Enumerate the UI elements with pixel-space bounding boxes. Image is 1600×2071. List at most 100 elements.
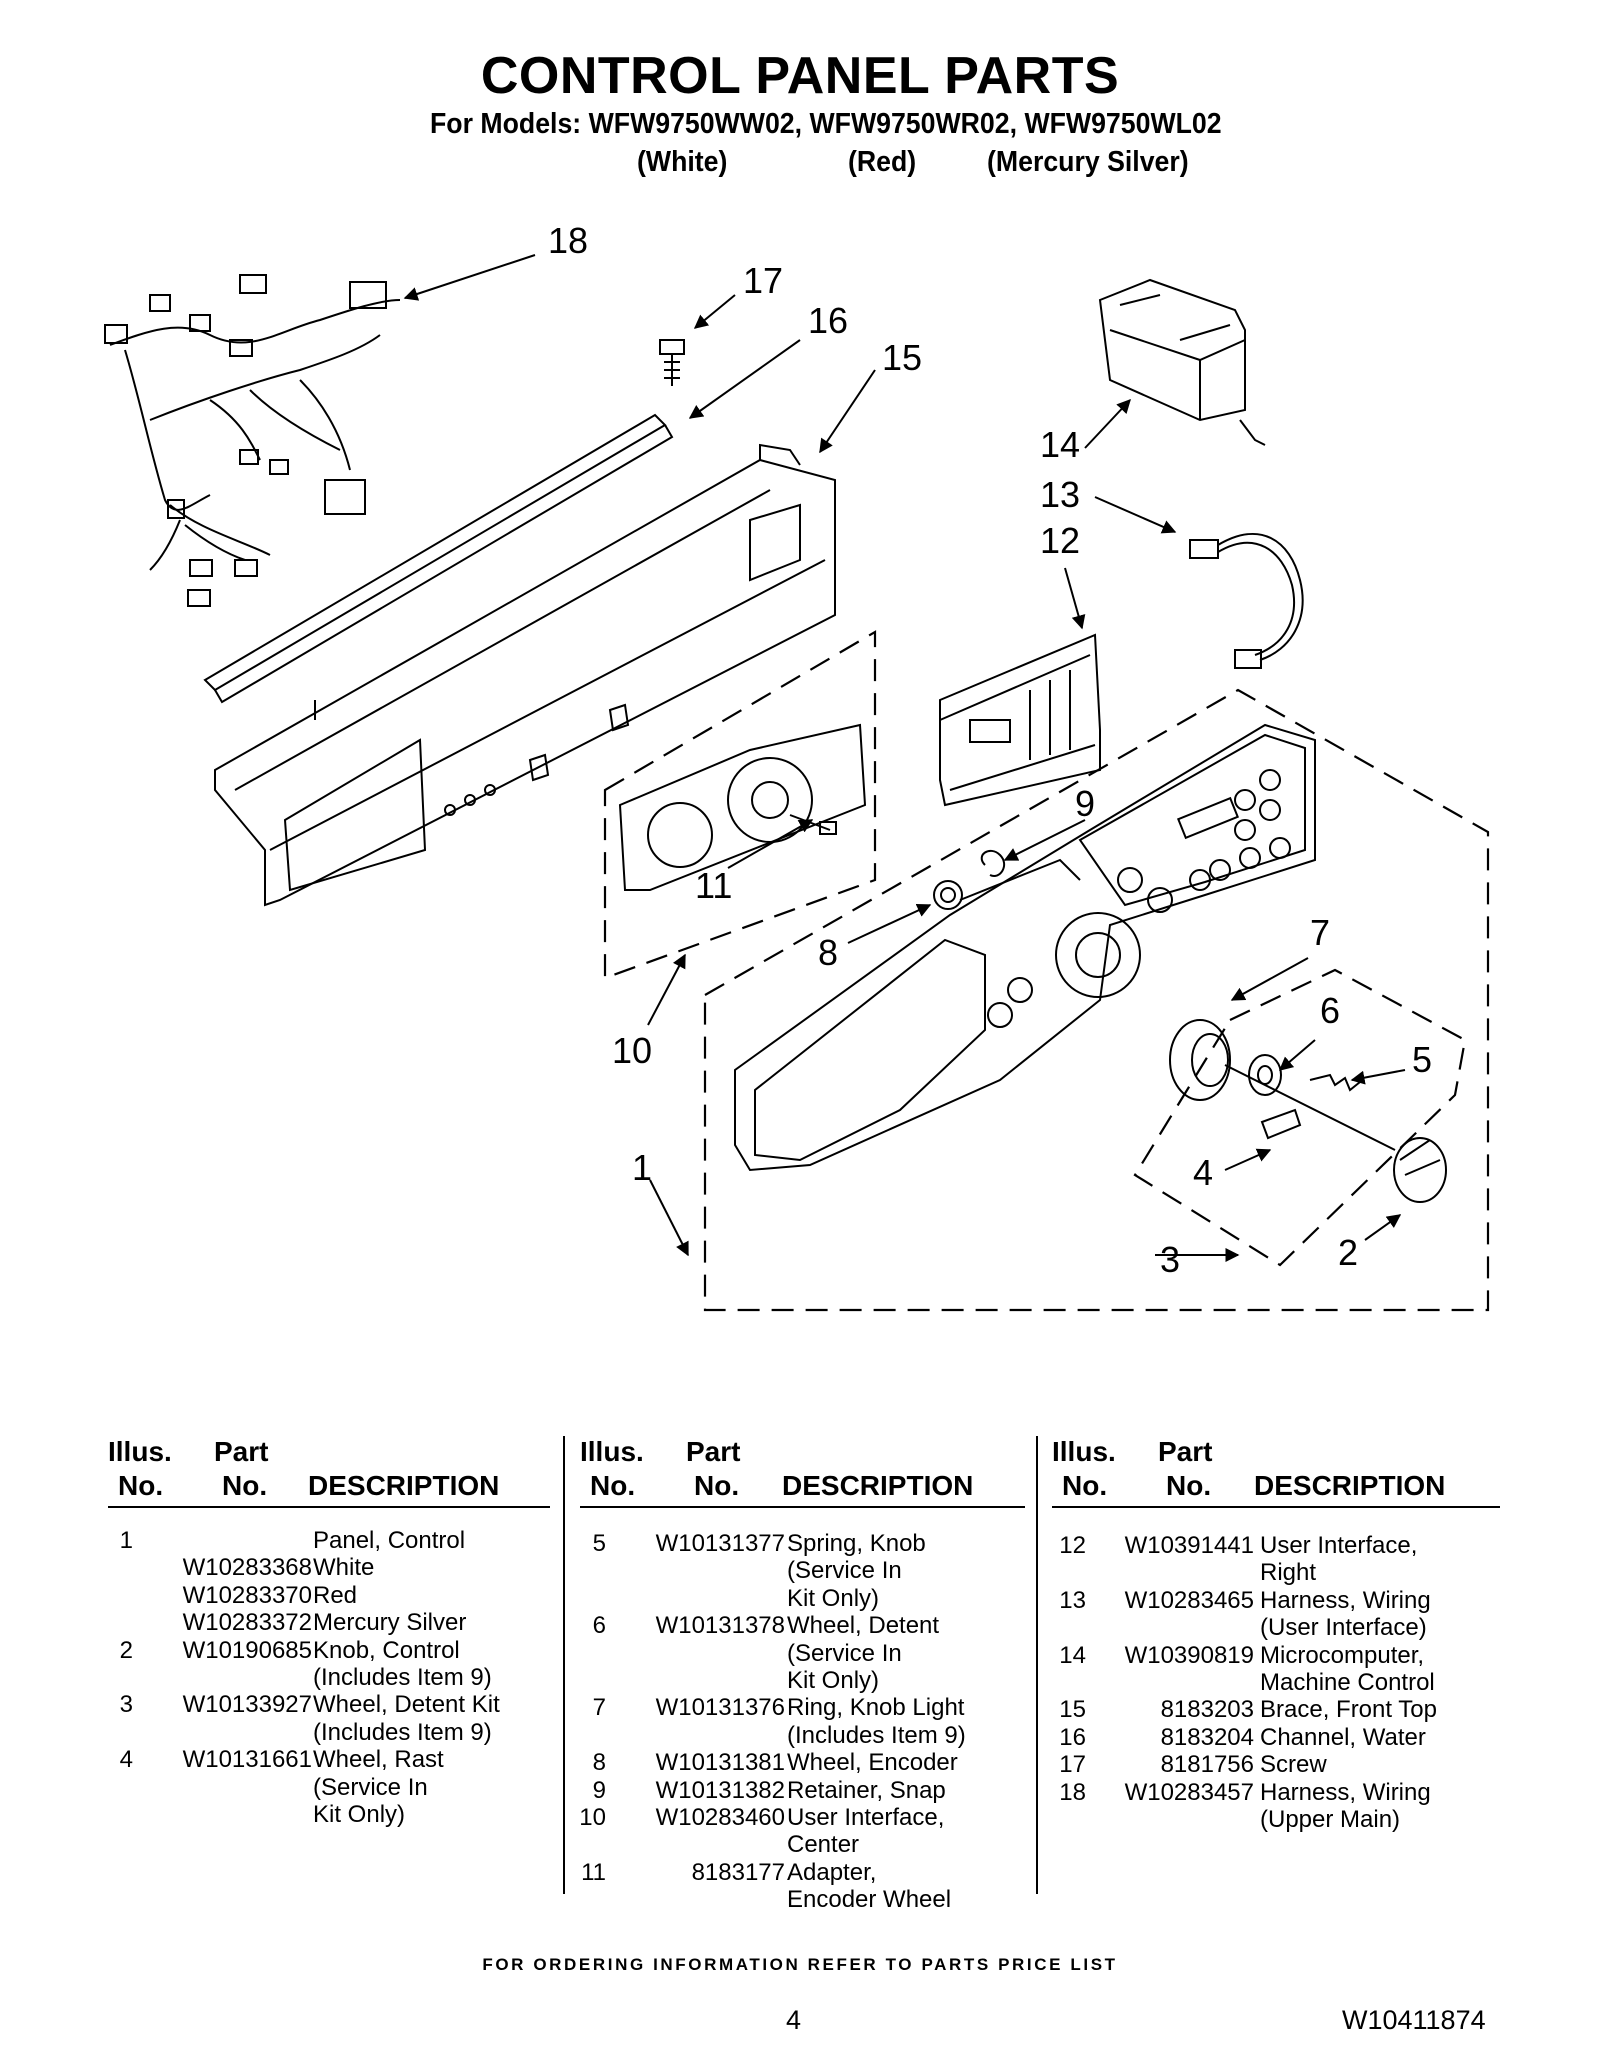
part-number: W10283370 (182, 1581, 312, 1609)
header-illus-no-2: No. (590, 1470, 636, 1501)
part-description: Harness, Wiring (1260, 1586, 1431, 1614)
header-rule-2 (580, 1506, 1025, 1508)
part-description: Kit Only) (313, 1801, 406, 1828)
header-illus-2: Illus. (580, 1436, 644, 1467)
part-description: White (313, 1554, 375, 1582)
part-number: W10131661 (182, 1746, 312, 1774)
illus-number: 2 (119, 1636, 133, 1664)
part-number: W10131382 (655, 1776, 785, 1804)
part-description: Adapter, (787, 1858, 877, 1886)
illus-number: 8 (592, 1749, 606, 1777)
callout-7: 7 (1310, 912, 1330, 953)
part-number: W10131378 (655, 1612, 785, 1640)
part-description: Red (313, 1581, 358, 1609)
part-description: User Interface, (787, 1804, 945, 1831)
header-rule-1 (108, 1506, 550, 1508)
control-panel-dashed-outline (703, 688, 1490, 1312)
part-number: 8181756 (1160, 1751, 1254, 1779)
column-divider-1 (563, 1436, 565, 1894)
part-description: Wheel, Detent (787, 1612, 940, 1640)
ordering-note: FOR ORDERING INFORMATION REFER TO PARTS … (482, 1955, 1118, 1974)
variant-red: (Red) (848, 146, 917, 178)
header-part-no-2: No. (694, 1470, 740, 1501)
callout-16: 16 (808, 300, 848, 341)
part-description: User Interface, (1260, 1532, 1418, 1559)
part-description: (User Interface) (1260, 1614, 1427, 1642)
part-number: 8183177 (691, 1858, 785, 1886)
page-title: CONTROL PANEL PARTS (480, 47, 1120, 105)
illus-number: 1 (119, 1527, 133, 1554)
part-number: W10283372 (182, 1609, 312, 1637)
part-number: W10283460 (655, 1804, 785, 1831)
header-illus-no-1: No. (118, 1470, 164, 1501)
header-description-2: DESCRIPTION (782, 1470, 974, 1501)
part-description: Microcomputer, (1260, 1641, 1425, 1669)
part-description: (Upper Main) (1260, 1806, 1401, 1833)
document-number: W10411874 (1342, 2005, 1486, 2035)
header-illus-3: Illus. (1052, 1436, 1116, 1467)
illus-number: 9 (592, 1776, 606, 1804)
knob-light-ring (1169, 1019, 1231, 1101)
callout-1: 1 (632, 1147, 652, 1188)
part-description: Panel, Control (313, 1527, 466, 1554)
part-description: Screw (1260, 1751, 1327, 1779)
encoder-wheel (933, 880, 963, 910)
part-description: (Service In (313, 1773, 428, 1801)
illus-number: 11 (581, 1858, 606, 1886)
part-description: Kit Only) (787, 1584, 880, 1612)
illus-number: 17 (1059, 1751, 1086, 1779)
part-description: Brace, Front Top (1260, 1696, 1437, 1724)
callout-8: 8 (818, 932, 838, 973)
part-number: W10131376 (655, 1694, 785, 1722)
snap-retainer (980, 849, 1006, 877)
illus-number: 6 (592, 1612, 606, 1640)
callout-14: 14 (1040, 424, 1080, 465)
callout-15: 15 (882, 337, 922, 378)
part-number: W10133927 (182, 1691, 312, 1719)
part-number: W10283368 (182, 1554, 312, 1582)
illus-number: 14 (1059, 1641, 1086, 1669)
callout-11: 11 (695, 865, 732, 906)
callout-6: 6 (1320, 990, 1340, 1031)
part-number: W10131381 (655, 1749, 785, 1777)
illus-number: 10 (579, 1804, 606, 1831)
illus-number: 3 (119, 1691, 133, 1719)
part-description: Kit Only) (787, 1667, 880, 1694)
variant-mercury-silver: (Mercury Silver) (987, 146, 1189, 178)
page-number: 4 (786, 2005, 802, 2035)
part-description: (Service In (787, 1557, 902, 1585)
exploded-parts-diagram: 18 17 16 15 14 13 12 9 11 8 7 6 5 10 4 1… (104, 220, 1490, 1312)
part-description: Retainer, Snap (787, 1776, 946, 1804)
part-description: Mercury Silver (313, 1609, 467, 1637)
header-illus-1: Illus. (108, 1436, 172, 1467)
header-illus-no-3: No. (1062, 1470, 1108, 1501)
front-top-brace (214, 443, 836, 907)
center-interface-dashed-outline (603, 630, 877, 980)
illus-number: 7 (592, 1694, 606, 1722)
illus-number: 15 (1059, 1696, 1086, 1724)
illus-number: 12 (1059, 1532, 1086, 1559)
part-description: (Includes Item 9) (787, 1721, 966, 1749)
part-description: Ring, Knob Light (787, 1694, 965, 1722)
knob-kit-dashed-outline (1133, 968, 1467, 1267)
header-part-1: Part (214, 1436, 269, 1467)
illus-number: 18 (1059, 1778, 1086, 1806)
part-description: Knob, Control (313, 1636, 460, 1664)
knob-spring (1309, 1073, 1361, 1092)
callout-13: 13 (1040, 474, 1080, 515)
illus-number: 16 (1059, 1723, 1086, 1751)
part-description: Harness, Wiring (1260, 1778, 1431, 1806)
callout-4: 4 (1193, 1152, 1213, 1193)
part-description: Wheel, Detent Kit (313, 1691, 500, 1719)
callout-17: 17 (743, 260, 783, 301)
callout-5: 5 (1412, 1039, 1432, 1080)
part-description: Machine Control (1260, 1669, 1435, 1696)
column-divider-2 (1036, 1436, 1038, 1894)
part-number: 8183204 (1160, 1723, 1254, 1751)
part-description: Channel, Water (1260, 1723, 1426, 1751)
screw (659, 339, 685, 386)
header-description-1: DESCRIPTION (308, 1470, 500, 1501)
detent-wheel (1248, 1054, 1282, 1096)
callout-12: 12 (1040, 520, 1080, 561)
header-part-no-3: No. (1166, 1470, 1212, 1501)
